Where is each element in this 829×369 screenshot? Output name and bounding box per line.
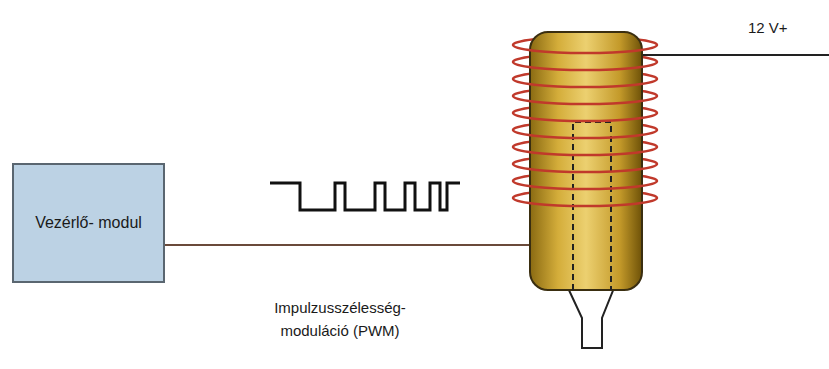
signal-wire — [165, 244, 575, 246]
supply-voltage: 12 V+ — [748, 16, 824, 39]
supply-wire — [640, 54, 829, 56]
signal-name: Impulzusszélesség- moduláció (PWM) — [252, 296, 428, 343]
pwm-waveform — [270, 183, 460, 210]
plunger — [568, 288, 614, 348]
module-label: Vezérlő- modul — [25, 205, 152, 242]
coil-front — [513, 45, 657, 206]
control-module-box: Vezérlő- modul — [12, 163, 165, 283]
